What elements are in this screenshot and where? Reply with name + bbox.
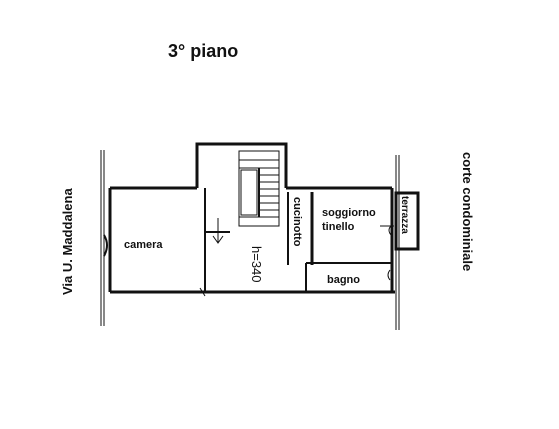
room-label-soggiorno: soggiorno: [322, 207, 376, 219]
door-marks: [199, 269, 391, 297]
interior-walls: [204, 188, 392, 292]
terrazza-box: [380, 191, 420, 251]
height-note: h=340: [249, 246, 264, 283]
direction-arrow-icon: [212, 218, 224, 244]
room-label-tinello: tinello: [322, 221, 355, 233]
room-label-bagno: bagno: [327, 274, 360, 286]
room-label-terrazza: terrazza: [399, 196, 410, 234]
outer-walls: [108, 142, 395, 294]
left-facade: [100, 150, 108, 326]
staircase: [238, 150, 280, 227]
street-label: Via U. Maddalena: [60, 188, 75, 295]
court-label: corte condominiale: [460, 152, 475, 271]
room-label-cucinotto: cucinotto: [291, 197, 303, 247]
room-label-camera: camera: [124, 239, 163, 251]
floor-title: 3° piano: [168, 41, 238, 61]
